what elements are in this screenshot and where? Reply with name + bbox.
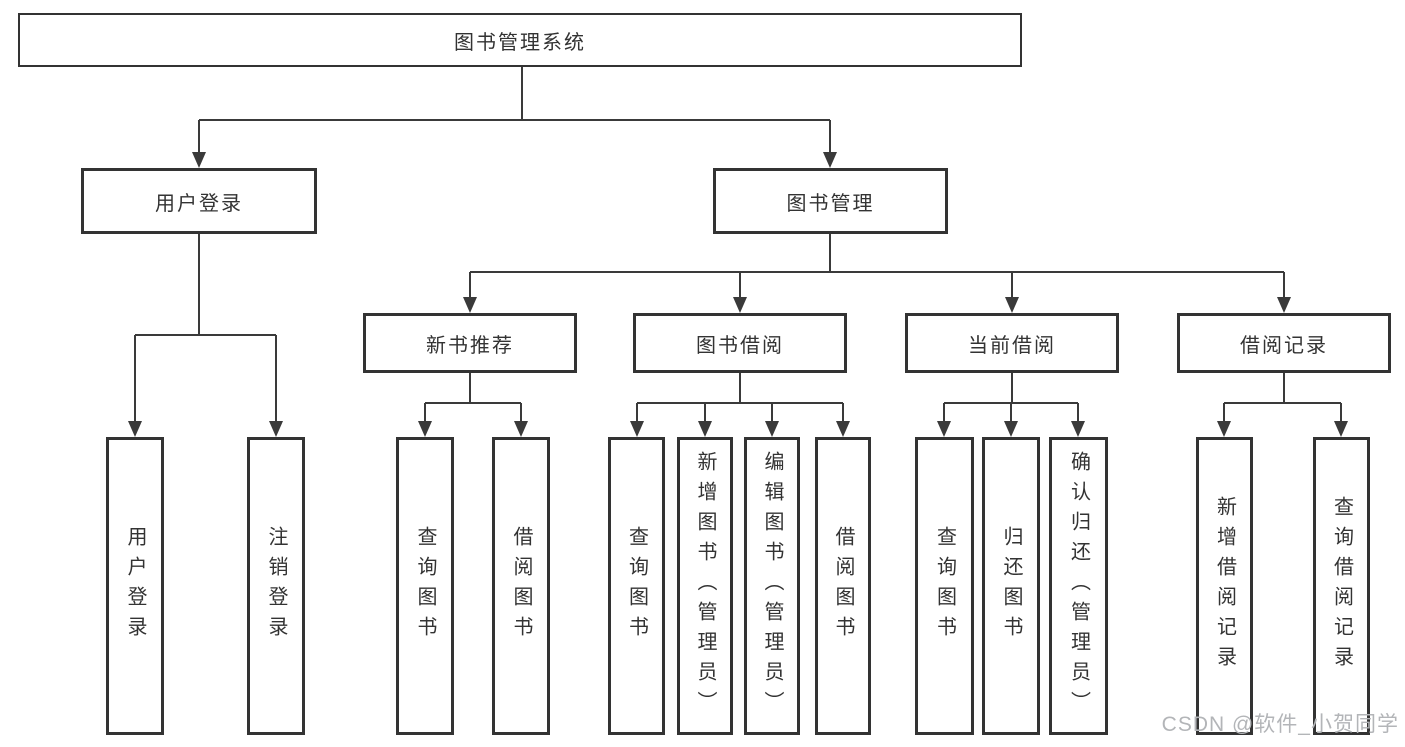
leaf-borrow-books-recommend-label: 借阅图书 (510, 526, 532, 646)
leaf-query-borrow-record-label: 查询借阅记录 (1330, 496, 1353, 676)
node-borrowing-records: 借阅记录 (1177, 313, 1391, 373)
node-library-management-system: 图书管理系统 (18, 13, 1022, 67)
leaf-edit-books-admin: 编辑图书（管理员） (744, 437, 800, 735)
leaf-add-books-admin: 新增图书（管理员） (677, 437, 733, 735)
leaf-query-books-borrowing: 查询图书 (608, 437, 665, 735)
leaf-return-books-label: 归还图书 (1000, 526, 1022, 646)
leaf-borrow-books-borrowing: 借阅图书 (815, 437, 871, 735)
leaf-add-borrow-record: 新增借阅记录 (1196, 437, 1253, 735)
leaf-return-books: 归还图书 (982, 437, 1040, 735)
leaf-query-books-recommend-label: 查询图书 (414, 526, 436, 646)
node-user-login: 用户登录 (81, 168, 317, 234)
leaf-confirm-return-admin: 确认归还（管理员） (1049, 437, 1108, 735)
leaf-user-login: 用户登录 (106, 437, 164, 735)
leaf-add-books-admin-label: 新增图书（管理员） (694, 451, 716, 721)
leaf-add-borrow-record-label: 新增借阅记录 (1213, 496, 1236, 676)
node-book-borrowing: 图书借阅 (633, 313, 847, 373)
leaf-logout: 注销登录 (247, 437, 305, 735)
leaf-user-login-label: 用户登录 (124, 526, 146, 646)
leaf-edit-books-admin-label: 编辑图书（管理员） (761, 451, 783, 721)
leaf-borrow-books-borrowing-label: 借阅图书 (832, 526, 854, 646)
leaf-query-books-current: 查询图书 (915, 437, 974, 735)
node-new-book-recommendation: 新书推荐 (363, 313, 577, 373)
leaf-query-borrow-record: 查询借阅记录 (1313, 437, 1370, 735)
leaf-query-books-recommend: 查询图书 (396, 437, 454, 735)
leaf-confirm-return-admin-label: 确认归还（管理员） (1067, 451, 1090, 721)
csdn-watermark: CSDN @软件_小贺同学 (1161, 713, 1399, 736)
leaf-logout-label: 注销登录 (265, 526, 287, 646)
leaf-query-books-borrowing-label: 查询图书 (625, 526, 648, 646)
node-book-management: 图书管理 (713, 168, 948, 234)
leaf-borrow-books-recommend: 借阅图书 (492, 437, 550, 735)
node-current-borrowing: 当前借阅 (905, 313, 1119, 373)
leaf-query-books-current-label: 查询图书 (933, 526, 956, 646)
